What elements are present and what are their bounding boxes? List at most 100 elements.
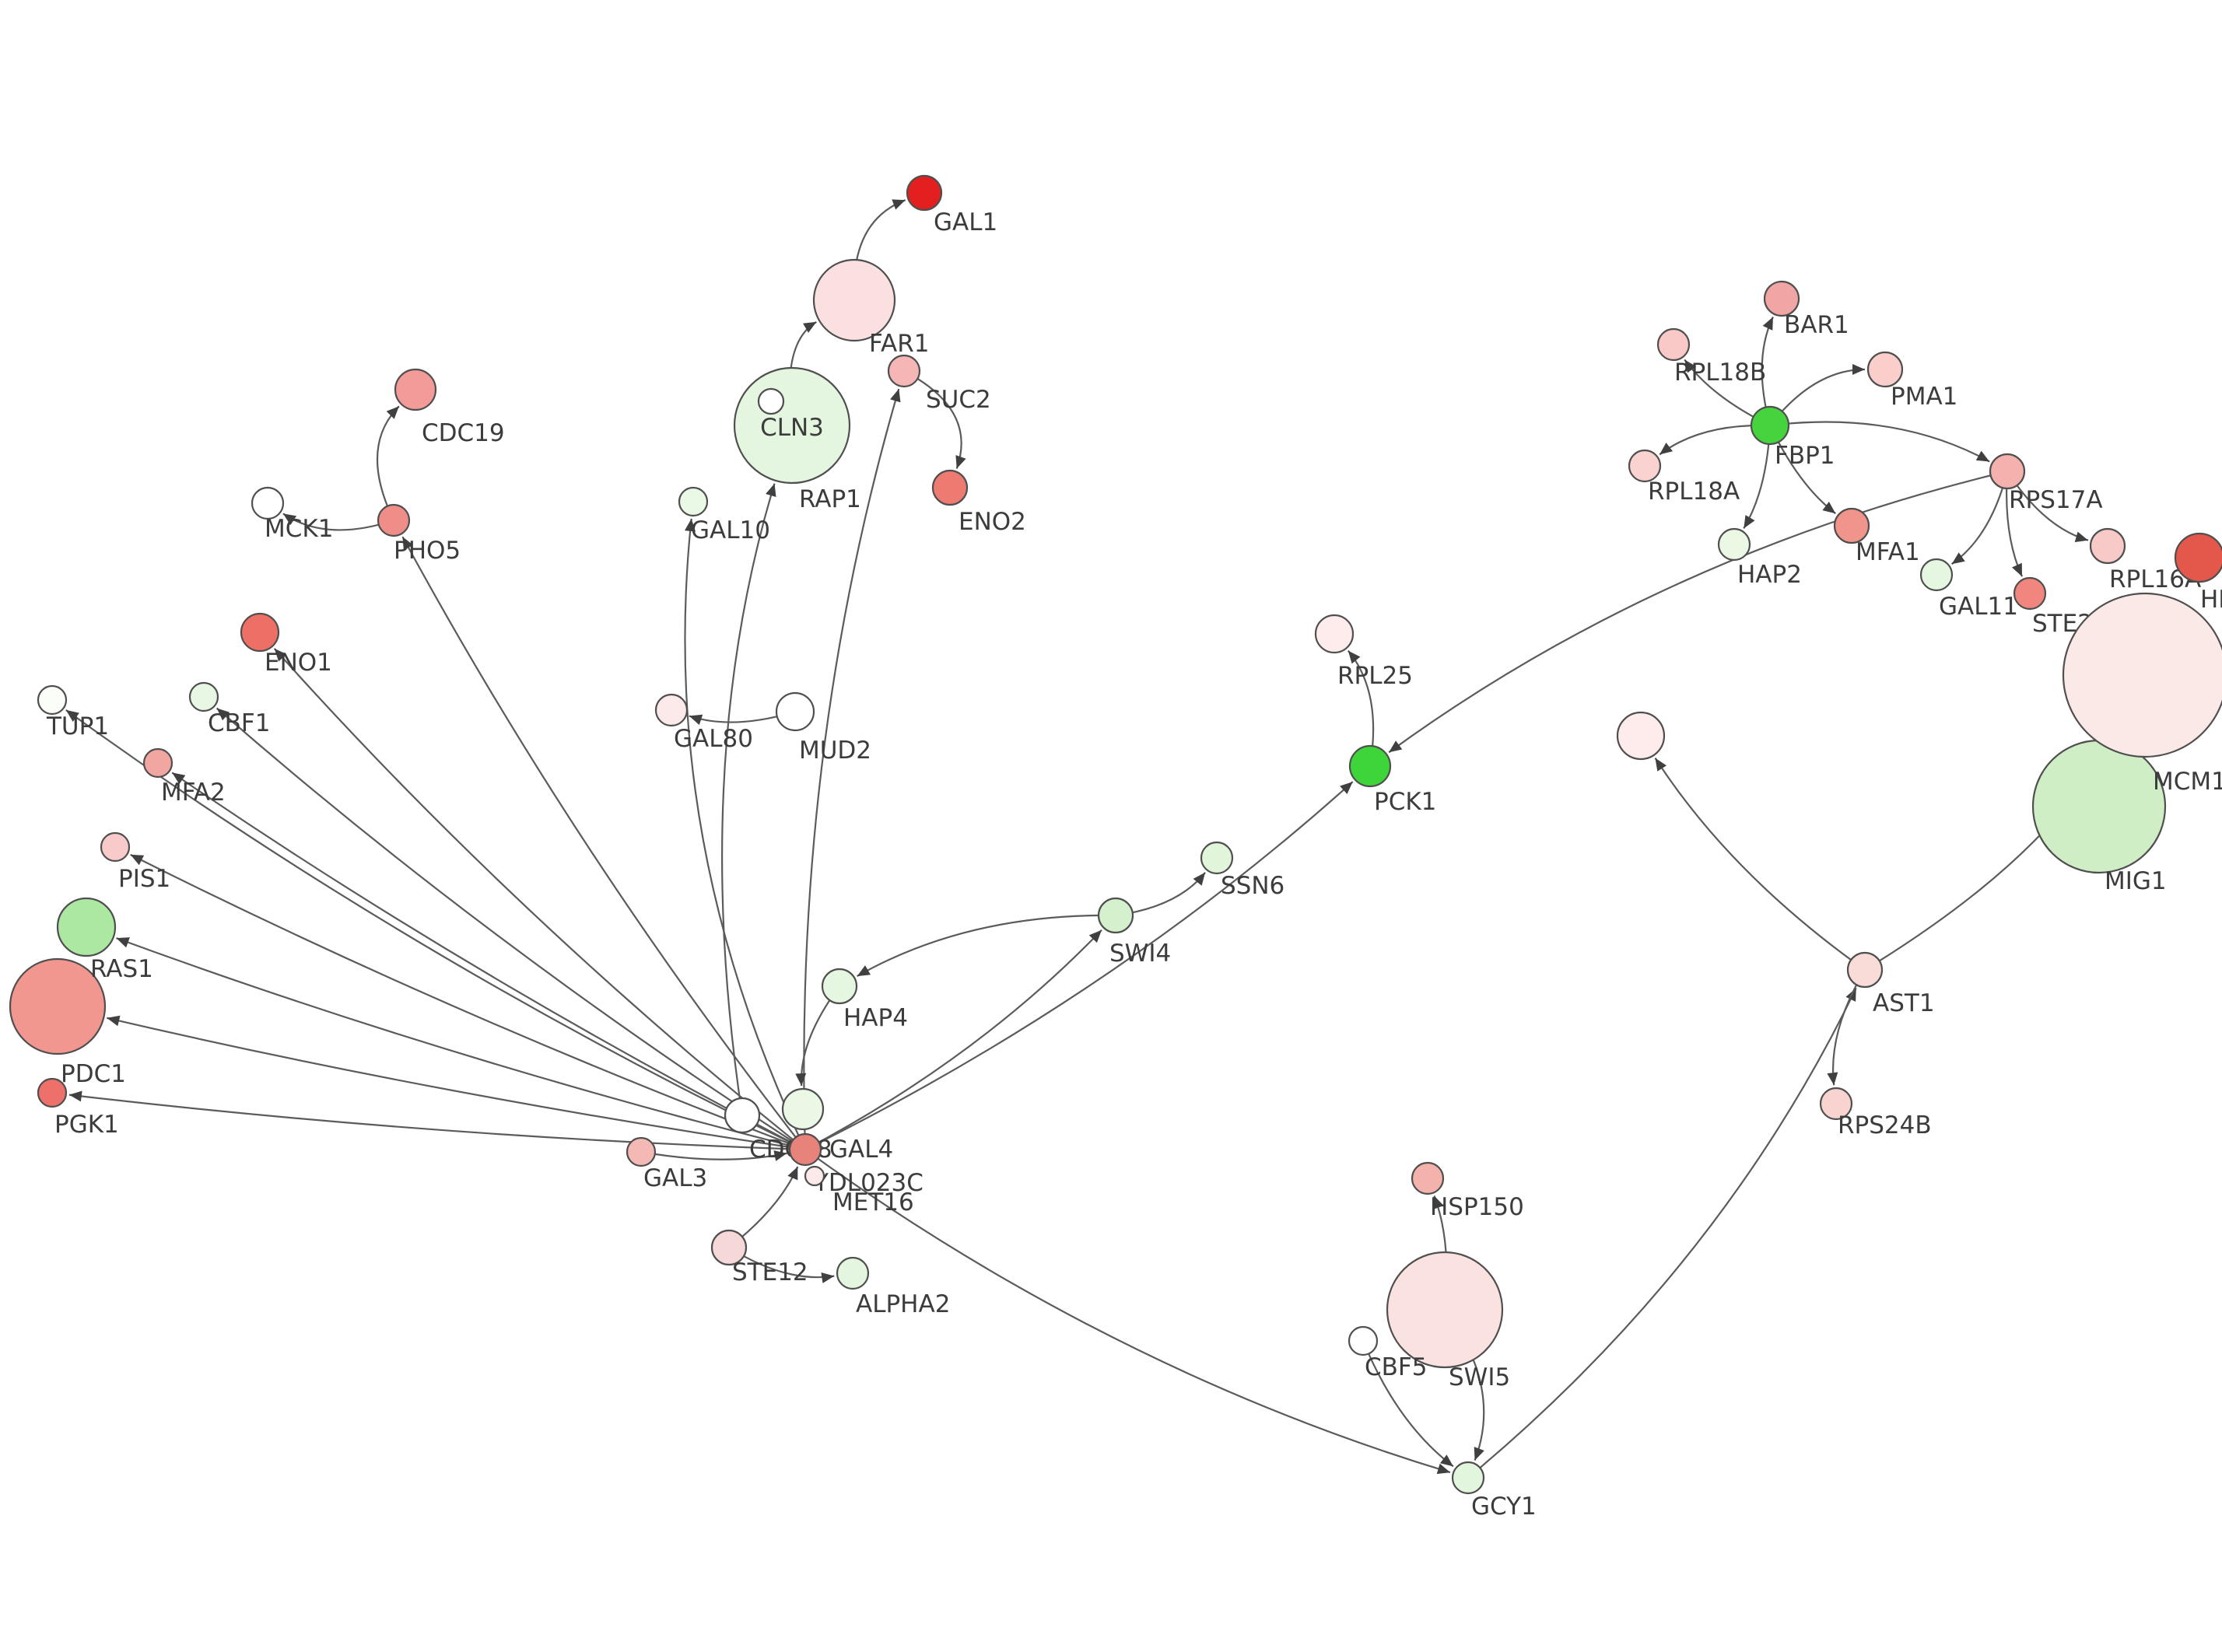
node-FAR1[interactable] xyxy=(812,258,896,342)
node-MFA1[interactable] xyxy=(1833,507,1870,544)
arrowhead-CLN3-FAR1 xyxy=(803,321,817,333)
node-RPS17A[interactable] xyxy=(1989,453,2026,490)
arrowhead-CBF5-GCY1 xyxy=(1440,1454,1453,1467)
arrowhead-GAL4-MFA2 xyxy=(172,772,186,785)
node-RPS24B[interactable] xyxy=(1819,1087,1853,1121)
node-MCK1[interactable] xyxy=(251,486,285,520)
node-PMA1[interactable] xyxy=(1866,351,1904,388)
node-PCK1[interactable] xyxy=(1348,744,1392,788)
node-PGK1[interactable] xyxy=(37,1077,68,1108)
node-RPL25[interactable] xyxy=(1314,614,1355,654)
arrowhead-MUD2-GAL80 xyxy=(689,714,703,726)
arrowhead-FBP1-HAP2 xyxy=(1744,515,1755,529)
node-MFA2[interactable] xyxy=(142,747,173,779)
node-SSN6[interactable] xyxy=(1200,841,1234,875)
edge-GAL4-PGK1[interactable] xyxy=(68,1094,806,1151)
node-label-SWI4: SWI4 xyxy=(1109,940,1171,968)
edge-CBF5-GCY1[interactable] xyxy=(1362,1340,1454,1468)
node-GAL3[interactable] xyxy=(626,1136,657,1167)
node-HIS4[interactable] xyxy=(2174,532,2222,583)
arrowhead-FBP1-RPL18B xyxy=(1684,359,1697,373)
node-YDL023C[interactable] xyxy=(781,1087,825,1131)
node-MCM1[interactable] xyxy=(2062,592,2222,758)
node-RPL18A[interactable] xyxy=(1628,449,1662,483)
node-CBF5[interactable] xyxy=(1348,1325,1379,1356)
node-BAR1[interactable] xyxy=(1763,280,1800,317)
node-GCY1[interactable] xyxy=(1451,1461,1485,1495)
edge-PHO5-CDC19[interactable] xyxy=(376,405,400,521)
node-MUD2[interactable] xyxy=(775,691,815,732)
node-GAL1[interactable] xyxy=(906,174,943,212)
node-SUC2[interactable] xyxy=(887,354,921,388)
node-N1[interactable] xyxy=(1616,711,1666,761)
node-FBP1[interactable] xyxy=(1750,405,1790,446)
arrowhead-PHO5-CDC19 xyxy=(386,406,399,419)
edge-GAL4-PHO5[interactable] xyxy=(401,536,806,1150)
edge-AST1-N1[interactable] xyxy=(1654,758,1866,971)
node-ENO2[interactable] xyxy=(931,469,969,506)
edge-SUC2-ENO2[interactable] xyxy=(903,370,962,469)
edge-GAL4-CBF1[interactable] xyxy=(216,707,806,1150)
edge-GAL4-ENO1[interactable] xyxy=(273,648,806,1150)
node-TUP1[interactable] xyxy=(37,684,68,716)
node-GAL4[interactable] xyxy=(788,1132,822,1167)
edge-GAL4-PCK1[interactable] xyxy=(804,781,1354,1150)
edge-GAL4-GAL10[interactable] xyxy=(684,518,806,1150)
node-CBF1[interactable] xyxy=(188,681,219,712)
arrowhead-GAL4-SUC2 xyxy=(890,389,901,403)
node-label-GAL3: GAL3 xyxy=(643,1164,707,1192)
arrowhead-AST1-RPS24B xyxy=(1827,1072,1838,1086)
node-SWI5[interactable] xyxy=(1386,1251,1504,1369)
node-SWI4[interactable] xyxy=(1097,897,1134,934)
node-RAP1[interactable] xyxy=(757,387,785,415)
node-label-HIS4: HIS4 xyxy=(2200,586,2222,614)
edge-GAL4-PIS1[interactable] xyxy=(130,853,806,1151)
edge-CDC28-CLN3[interactable] xyxy=(720,483,776,1116)
node-MIG1[interactable] xyxy=(2031,739,2167,874)
node-CDC28[interactable] xyxy=(724,1097,761,1134)
edge-GAL4-SUC2[interactable] xyxy=(803,388,900,1150)
node-GAL11[interactable] xyxy=(1919,558,1954,592)
arrowhead-SWI5-HSP150 xyxy=(1433,1195,1444,1209)
node-STE12[interactable] xyxy=(710,1229,748,1266)
node-RAS1[interactable] xyxy=(56,897,117,957)
arrowhead-HAP4-YDL023C xyxy=(795,1073,807,1087)
node-AST1[interactable] xyxy=(1846,951,1884,989)
arrowhead-GAL4-TUP1 xyxy=(65,709,79,722)
node-label-SSN6: SSN6 xyxy=(1221,872,1284,900)
node-HSP150[interactable] xyxy=(1411,1161,1445,1195)
arrowhead-GAL3-GAL4 xyxy=(773,1150,787,1161)
arrowhead-FBP1-BAR1 xyxy=(1762,317,1773,331)
node-GAL80[interactable] xyxy=(654,693,689,727)
arrowhead-AST1-N1 xyxy=(1655,758,1666,772)
node-STE2[interactable] xyxy=(2013,576,2047,611)
node-ALPHA2[interactable] xyxy=(836,1256,870,1290)
node-label-RAP1: RAP1 xyxy=(799,485,861,513)
arrowhead-GAL4-GCY1 xyxy=(1436,1463,1450,1475)
node-PHO5[interactable] xyxy=(377,503,411,537)
node-label-CLN3: CLN3 xyxy=(760,414,824,442)
node-PIS1[interactable] xyxy=(100,831,131,863)
node-PDC1[interactable] xyxy=(9,957,107,1055)
edge-GAL4-PDC1[interactable] xyxy=(107,1017,806,1151)
edge-FBP1-RPS17A[interactable] xyxy=(1769,421,1990,463)
node-HAP4[interactable] xyxy=(821,968,858,1005)
edge-GAL4-GCY1[interactable] xyxy=(804,1149,1451,1474)
node-RPL16A[interactable] xyxy=(2089,527,2126,565)
edge-GAL4-MFA2[interactable] xyxy=(171,772,806,1150)
edge-GAL4-SWI4[interactable] xyxy=(804,929,1102,1150)
arrowhead-RPS17A-GAL11 xyxy=(1951,552,1965,565)
edge-RPS17A-PCK1[interactable] xyxy=(1388,470,2008,754)
edge-GAL4-RAS1[interactable] xyxy=(116,937,806,1151)
node-HAP2[interactable] xyxy=(1717,527,1751,562)
node-RPL18B[interactable] xyxy=(1656,327,1691,362)
node-ENO1[interactable] xyxy=(240,612,280,653)
node-MET16[interactable] xyxy=(804,1165,825,1187)
edge-GAL4-TUP1[interactable] xyxy=(65,709,806,1150)
node-CDC19[interactable] xyxy=(394,368,437,411)
edge-GAL3-GAL4[interactable] xyxy=(640,1150,787,1160)
node-GAL10[interactable] xyxy=(678,486,709,517)
edge-GCY1-AST1[interactable] xyxy=(1467,987,1857,1479)
edge-SWI4-HAP4[interactable] xyxy=(857,914,1116,978)
